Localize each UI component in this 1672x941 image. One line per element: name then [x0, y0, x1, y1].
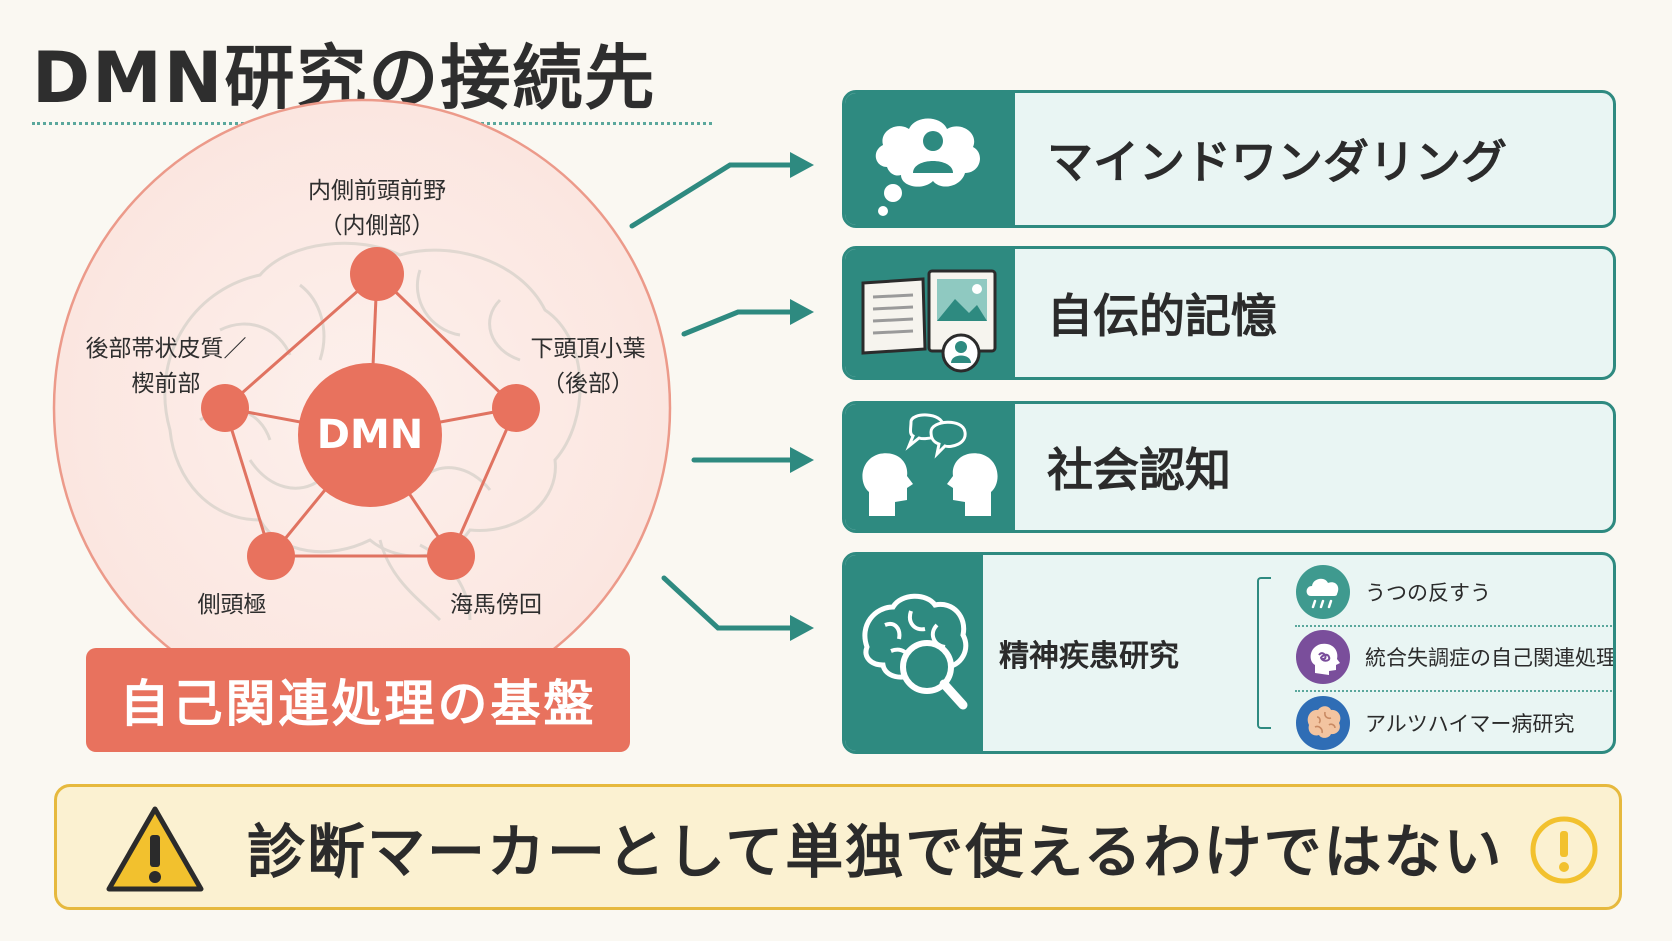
node-mpfc — [350, 247, 404, 301]
rain-cloud-icon — [1296, 565, 1350, 619]
card-label: 精神疾患研究 — [999, 639, 1179, 674]
sub-item-label: 統合失調症の自己関連処理 — [1365, 646, 1616, 670]
arrow-to-psychiatric-research — [661, 575, 803, 631]
warning-banner: 診断マーカーとして単独で使えるわけではない — [54, 784, 1622, 910]
sub-item-list: うつの反すう 統合失調症の自己関連処理 アルツハイマー病研究 — [1257, 555, 1613, 751]
card-label: 社会認知 — [1047, 443, 1231, 497]
node-tp — [247, 532, 295, 580]
node-label-tp: 側頭極 — [197, 592, 267, 618]
two-heads-speech-icon — [862, 413, 998, 516]
card-psychiatric-research: 精神疾患研究 うつの反すう 統合失調症の自己関連処理 — [842, 552, 1616, 754]
exclamation-circle-icon — [1530, 816, 1598, 884]
sub-list-bracket — [1257, 577, 1271, 729]
card-label: マインドワンダリング — [1047, 135, 1507, 189]
sub-divider — [1295, 690, 1613, 692]
dmn-hub-label: DMN — [316, 412, 424, 458]
sub-divider — [1295, 625, 1613, 627]
card-mind-wandering: マインドワンダリング — [842, 90, 1616, 228]
icon-panel — [845, 249, 1015, 377]
card-label: 自伝的記憶 — [1047, 289, 1277, 343]
node-label-ipl: 下頭頂小葉 （後部） — [530, 336, 646, 397]
arrow-to-autobiographical-memory — [681, 309, 803, 337]
node-phg — [427, 532, 475, 580]
brain-magnifier-icon — [862, 593, 969, 710]
foundation-banner: 自己関連処理の基盤 — [86, 648, 630, 752]
icon-panel — [845, 93, 1015, 225]
node-label-pcc: 後部帯状皮質／ 楔前部 — [85, 336, 247, 397]
book-photo-person-icon — [861, 269, 997, 373]
thought-bubble-person-icon — [875, 118, 980, 216]
node-label-mpfc: 内側前頭前野 （内側部） — [308, 178, 446, 239]
card-autobiographical-memory: 自伝的記憶 — [842, 246, 1616, 380]
sub-item-label: うつの反すう — [1365, 581, 1491, 605]
node-ipl — [492, 384, 540, 432]
connection-arrows — [629, 162, 803, 631]
card-social-cognition: 社会認知 — [842, 401, 1616, 533]
brain-icon — [1296, 696, 1350, 750]
warning-triangle-icon — [106, 806, 204, 892]
sub-item-schizophrenia: 統合失調症の自己関連処理 — [1295, 628, 1613, 686]
node-label-phg: 海馬傍回 — [450, 592, 542, 618]
node-pcc — [201, 384, 249, 432]
sub-item-alzheimers: アルツハイマー病研究 — [1295, 694, 1605, 751]
icon-panel — [845, 555, 983, 751]
sub-item-depression-rumination: うつの反すう — [1295, 563, 1605, 621]
warning-text: 診断マーカーとして単独で使えるわけではない — [247, 818, 1504, 886]
icon-panel — [845, 404, 1015, 530]
sub-item-label: アルツハイマー病研究 — [1365, 712, 1575, 736]
arrow-to-mind-wandering — [629, 162, 803, 229]
dmn-hub — [298, 363, 442, 507]
head-scribble-icon — [1296, 630, 1350, 684]
